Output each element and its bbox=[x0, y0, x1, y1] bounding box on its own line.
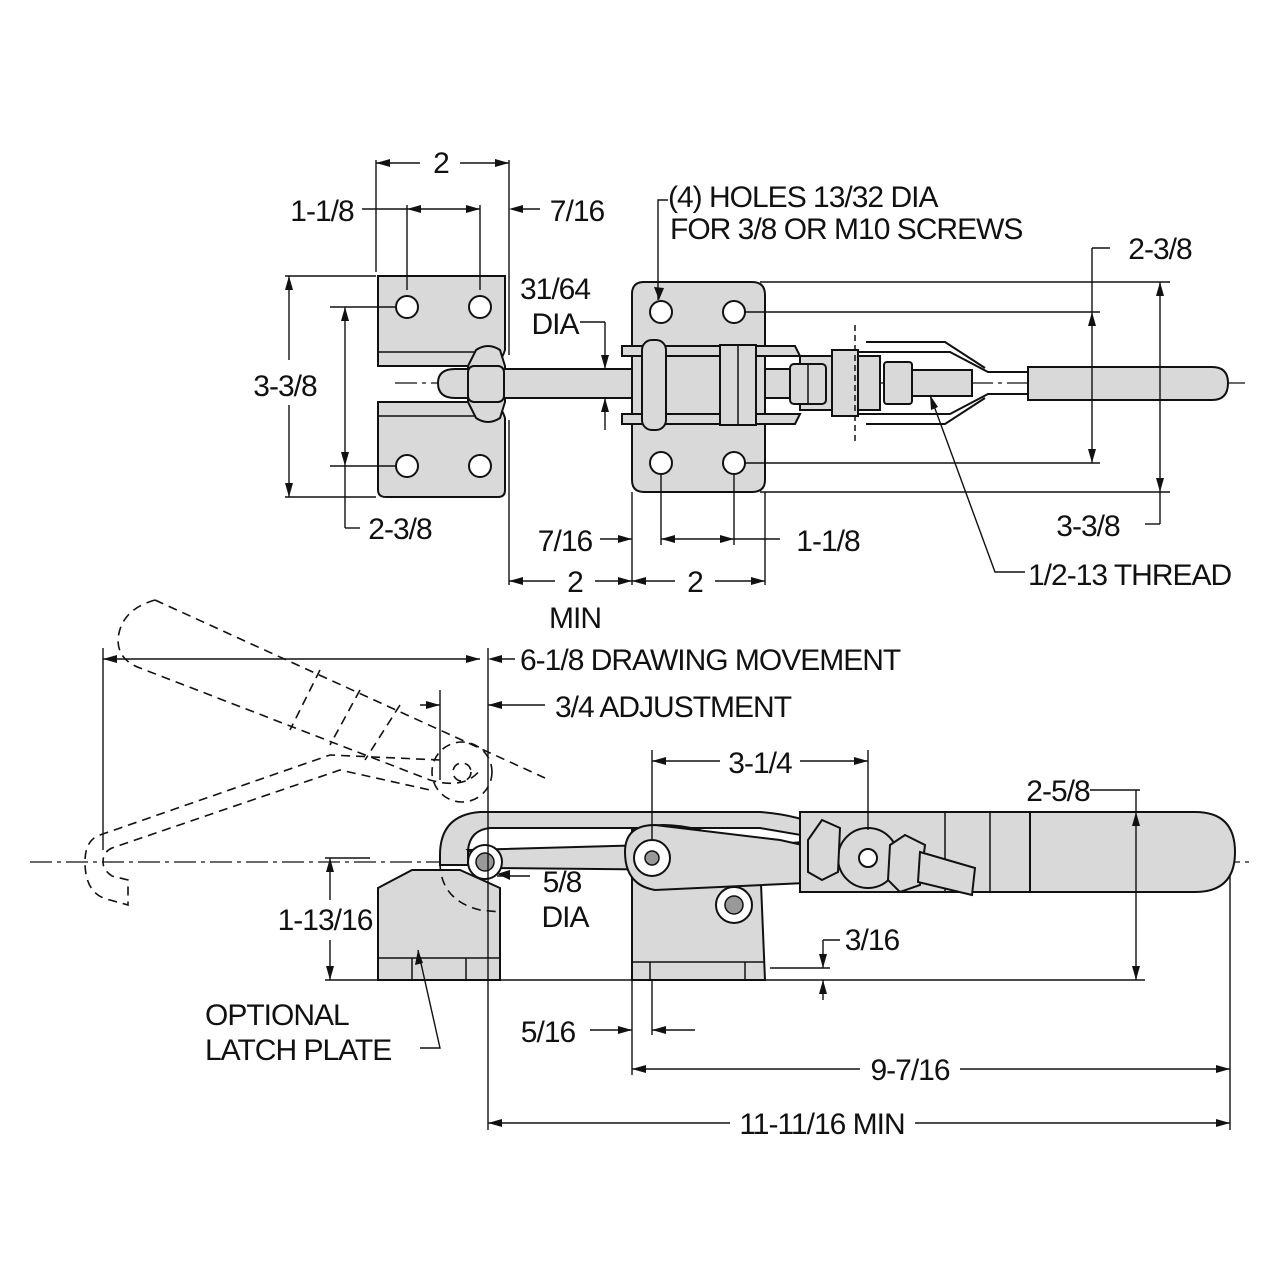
dim-1-1-8-left: 1-1/8 bbox=[290, 195, 354, 228]
top-handle-linkage bbox=[789, 325, 1230, 445]
hole-icon bbox=[722, 300, 746, 324]
dim-7-16-bottom: 7/16 bbox=[538, 525, 593, 558]
dim-1-1-8-bottom: 1-1/8 bbox=[796, 525, 860, 558]
handle-grip-side bbox=[1029, 811, 1237, 893]
dim-min: MIN bbox=[549, 602, 601, 635]
latch-plate-line2: LATCH PLATE bbox=[205, 1034, 391, 1067]
threaded-stud bbox=[911, 369, 973, 397]
jam-nut-side bbox=[886, 833, 927, 894]
dim-31-64: 31/64 bbox=[520, 273, 590, 306]
top-latch-plate bbox=[377, 275, 506, 498]
base-plate bbox=[631, 281, 766, 493]
hole-icon bbox=[722, 451, 746, 475]
dim-5-16: 5/16 bbox=[521, 1016, 576, 1049]
hole-icon bbox=[468, 295, 492, 319]
dim-5-8-dia: DIA bbox=[541, 901, 589, 934]
dim-2-3-8-right: 2-3/8 bbox=[1128, 233, 1192, 266]
holes-note-line2: FOR 3/8 OR M10 SCREWS bbox=[670, 213, 1022, 246]
hole-icon bbox=[395, 295, 419, 319]
top-dimensions bbox=[285, 159, 1170, 585]
side-labels: 6-1/8 DRAWING MOVEMENT 3/4 ADJUSTMENT 3-… bbox=[205, 644, 1091, 1141]
clevis bbox=[831, 349, 859, 417]
dim-5-8: 5/8 bbox=[543, 866, 582, 899]
hole-icon bbox=[468, 454, 492, 478]
hole-icon bbox=[649, 300, 673, 324]
dim-31-64-dia: DIA bbox=[531, 308, 579, 341]
dim-3-16: 3/16 bbox=[845, 924, 900, 957]
latch-plate-body bbox=[377, 869, 501, 981]
side-dimensions bbox=[102, 648, 1231, 1130]
dim-9-7-16: 9-7/16 bbox=[870, 1054, 949, 1087]
holes-note-line1: (4) HOLES 13/32 DIA bbox=[668, 181, 938, 214]
drawing-movement-label: 6-1/8 DRAWING MOVEMENT bbox=[520, 644, 901, 677]
jam-nut bbox=[883, 361, 913, 405]
top-view: 2 1-1/8 7/16 (4) HOLES 13/32 DIA FOR 3/8… bbox=[253, 147, 1250, 635]
side-latch-plate bbox=[377, 869, 501, 981]
latch-plate-line1: OPTIONAL bbox=[205, 999, 349, 1032]
dim-2-min: 2 bbox=[567, 566, 583, 599]
hole-icon bbox=[649, 451, 673, 475]
stud-side bbox=[916, 850, 977, 897]
hole-icon bbox=[395, 454, 419, 478]
dim-1-13-16: 1-13/16 bbox=[278, 904, 373, 937]
dim-7-16-top: 7/16 bbox=[550, 195, 605, 228]
side-view: 6-1/8 DRAWING MOVEMENT 3/4 ADJUSTMENT 3-… bbox=[30, 599, 1250, 1141]
dim-3-3-8-right: 3-3/8 bbox=[1056, 510, 1120, 543]
top-labels: 2 1-1/8 7/16 (4) HOLES 13/32 DIA FOR 3/8… bbox=[253, 147, 1232, 635]
adjustment-label: 3/4 ADJUSTMENT bbox=[555, 691, 792, 724]
dim-3-1-4: 3-1/4 bbox=[728, 747, 792, 780]
dim-2-3-8-left: 2-3/8 bbox=[368, 513, 432, 546]
adjust-nut-side bbox=[807, 818, 842, 882]
hook-loop bbox=[467, 365, 505, 403]
dim-2-top: 2 bbox=[433, 147, 449, 180]
dim-11-11-16-min: 11-11/16 MIN bbox=[739, 1108, 904, 1141]
pivot-block bbox=[641, 339, 667, 431]
handle-grip bbox=[1027, 366, 1230, 401]
dim-2-bottom: 2 bbox=[687, 566, 703, 599]
side-handle bbox=[799, 811, 1237, 897]
dim-2-5-8: 2-5/8 bbox=[1026, 775, 1090, 808]
dim-3-3-8-left: 3-3/8 bbox=[253, 370, 317, 403]
thread-label: 1/2-13 THREAD bbox=[1028, 559, 1232, 592]
